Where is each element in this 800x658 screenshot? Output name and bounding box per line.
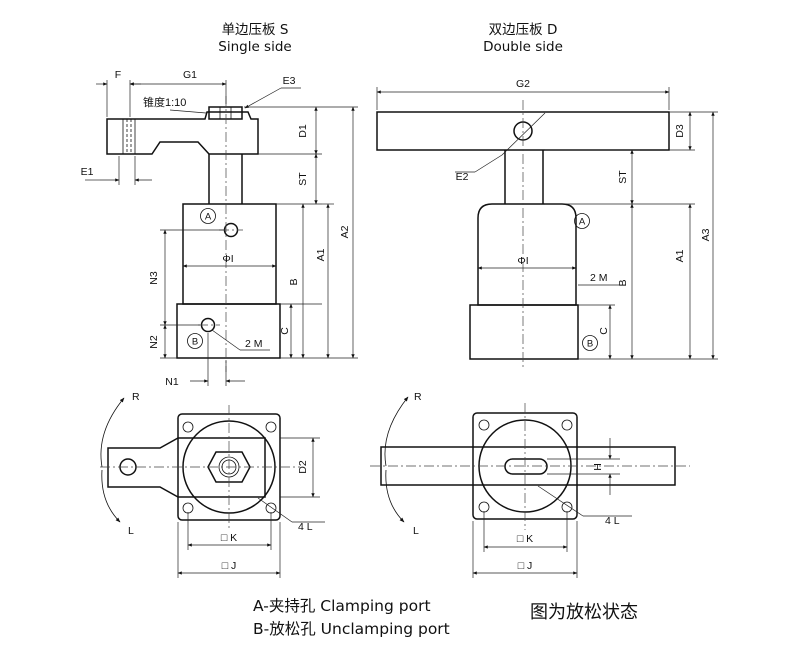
dim-b-label: B — [288, 278, 300, 285]
dim-phi-i-d-label: ΦI — [517, 255, 528, 267]
dim-d2-label: D2 — [297, 460, 309, 474]
dim-n3-label: N3 — [148, 271, 160, 285]
title-double-en: Double side — [483, 39, 563, 55]
dim-g1-label: G1 — [183, 69, 197, 81]
dim-j-label: □ J — [222, 560, 237, 572]
legend-caption: 图为放松状态 — [530, 602, 638, 623]
rotate-l-label: L — [128, 525, 134, 537]
svg-text:B: B — [192, 337, 198, 348]
port-b-d-marker — [582, 335, 598, 351]
dim-st-d-label: ST — [617, 170, 629, 184]
dim-c-d-label: C — [598, 327, 610, 335]
dim-b-d-label: B — [617, 279, 629, 286]
dim-a2-label: A2 — [339, 225, 351, 238]
port-a-d-marker — [574, 213, 590, 229]
port-b-marker — [187, 333, 203, 349]
dim-e1-label: E1 — [81, 166, 94, 178]
legend: A-夹持孔 Clamping port B-放松孔 Unclamping por… — [253, 597, 638, 638]
dim-n1-label: N1 — [165, 376, 179, 388]
single-top-arm — [107, 437, 266, 498]
dim-4l-d-label: 4 L — [605, 515, 620, 527]
double-base-flange — [469, 304, 579, 360]
dim-4l-label: 4 L — [298, 521, 313, 533]
rotate-r-label: R — [132, 391, 140, 403]
svg-text:A: A — [205, 212, 212, 223]
rotate-r-d-label: R — [414, 391, 422, 403]
double-top-arm — [380, 446, 676, 486]
dim-n2-label: N2 — [148, 335, 160, 349]
dim-2m-d-label: 2 M — [590, 272, 608, 284]
dim-k-d-label: □ K — [517, 533, 533, 545]
dim-e3-label: E3 — [283, 75, 296, 87]
double-piston-rod — [504, 150, 544, 204]
port-a-marker — [200, 208, 216, 224]
title-single-en: Single side — [218, 39, 291, 55]
single-piston-rod — [208, 154, 243, 204]
dim-d1-label: D1 — [297, 124, 309, 138]
dim-d3-label: D3 — [674, 124, 686, 138]
double-top-view: R L H 4 L □ K □ J — [370, 391, 690, 578]
title-single-cn: 单边压板 S — [222, 22, 289, 38]
taper-label: 锥度1:10 — [143, 95, 186, 109]
dim-a3-label: A3 — [700, 228, 712, 241]
dim-e2-label: E2 — [456, 171, 469, 183]
dim-k-label: □ K — [221, 532, 237, 544]
rotate-l-d-label: L — [413, 525, 419, 537]
single-front-view: F G1 E3 锥度1:10 E1 D1 ST A1 — [81, 69, 358, 388]
dim-st-label: ST — [297, 172, 309, 186]
double-front-view: G2 E2 D3 ST A1 A3 B C ΦI — [376, 78, 718, 370]
svg-text:A: A — [579, 217, 586, 228]
dim-f-label: F — [115, 69, 121, 81]
title-double-cn: 双边压板 D — [489, 22, 558, 38]
dim-g2-label: G2 — [516, 78, 530, 90]
legend-unclamping-port: B-放松孔 Unclamping port — [253, 620, 450, 638]
single-top-view: R L D2 4 L □ K □ J — [100, 391, 325, 578]
dim-2m-label: 2 M — [245, 338, 263, 350]
single-nut — [208, 106, 243, 120]
titles: 单边压板 S Single side 双边压板 D Double side — [218, 22, 563, 55]
dim-a1-d-label: A1 — [674, 249, 686, 262]
double-top-slot — [504, 458, 548, 475]
legend-clamping-port: A-夹持孔 Clamping port — [253, 597, 431, 615]
svg-text:B: B — [587, 339, 593, 350]
dim-c-label: C — [279, 327, 291, 335]
single-base-flange — [176, 303, 281, 359]
dim-a1-label: A1 — [315, 248, 327, 261]
dim-phi-i-label: ΦI — [222, 253, 233, 265]
dim-h-label: H — [592, 463, 604, 471]
dim-j-d-label: □ J — [518, 560, 533, 572]
